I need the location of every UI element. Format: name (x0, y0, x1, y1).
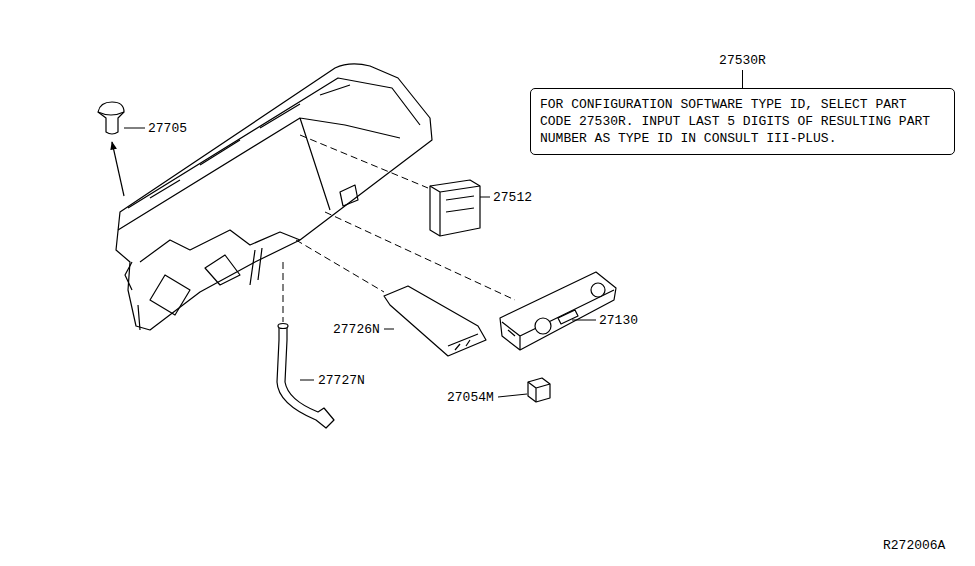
module-part (430, 186, 480, 236)
mounting-line (296, 240, 384, 292)
bracket-part (384, 286, 486, 356)
dashboard-outline (116, 64, 432, 330)
dashboard-detail (118, 118, 400, 230)
module-part (430, 180, 480, 236)
clip-part (98, 102, 124, 134)
control-panel-part (502, 290, 614, 350)
callout-number: 27727N (318, 373, 365, 388)
dashboard-detail (128, 78, 420, 208)
note-part-code: 27530R (530, 53, 955, 68)
leader-line (742, 70, 743, 88)
note-text: FOR CONFIGURATION SOFTWARE TYPE ID, SELE… (530, 88, 955, 155)
control-panel-part (508, 310, 578, 336)
dashboard-detail (150, 255, 240, 315)
mounting-line (300, 135, 428, 188)
leader-line (124, 128, 145, 129)
callout-number: 27726N (333, 322, 380, 337)
clip-part (98, 112, 124, 115)
sensor-part (528, 378, 550, 402)
drawing-number: R272006A (883, 538, 945, 553)
dashboard-detail (140, 230, 300, 262)
callout-number: 27130 (599, 313, 638, 328)
control-knob (591, 283, 605, 297)
hose-part (278, 324, 288, 329)
sensor-part (528, 382, 550, 402)
leader-line (300, 380, 314, 381)
mounting-line (325, 212, 515, 300)
leader-line (572, 320, 596, 321)
control-panel-part (500, 272, 616, 350)
note-box: 27530R FOR CONFIGURATION SOFTWARE TYPE ID… (530, 53, 955, 155)
dashboard-detail (125, 262, 140, 330)
install-arrow (112, 142, 124, 196)
callout-number: 27054M (447, 390, 494, 405)
control-knob (535, 318, 551, 334)
mounting-line (283, 262, 284, 322)
callout-number: 27512 (493, 190, 532, 205)
callout-number: 27705 (148, 121, 187, 136)
leader-line (498, 394, 527, 397)
bracket-part (448, 334, 478, 350)
leader-line (480, 197, 490, 198)
dashboard-detail (250, 185, 358, 285)
leader-line (384, 329, 394, 330)
